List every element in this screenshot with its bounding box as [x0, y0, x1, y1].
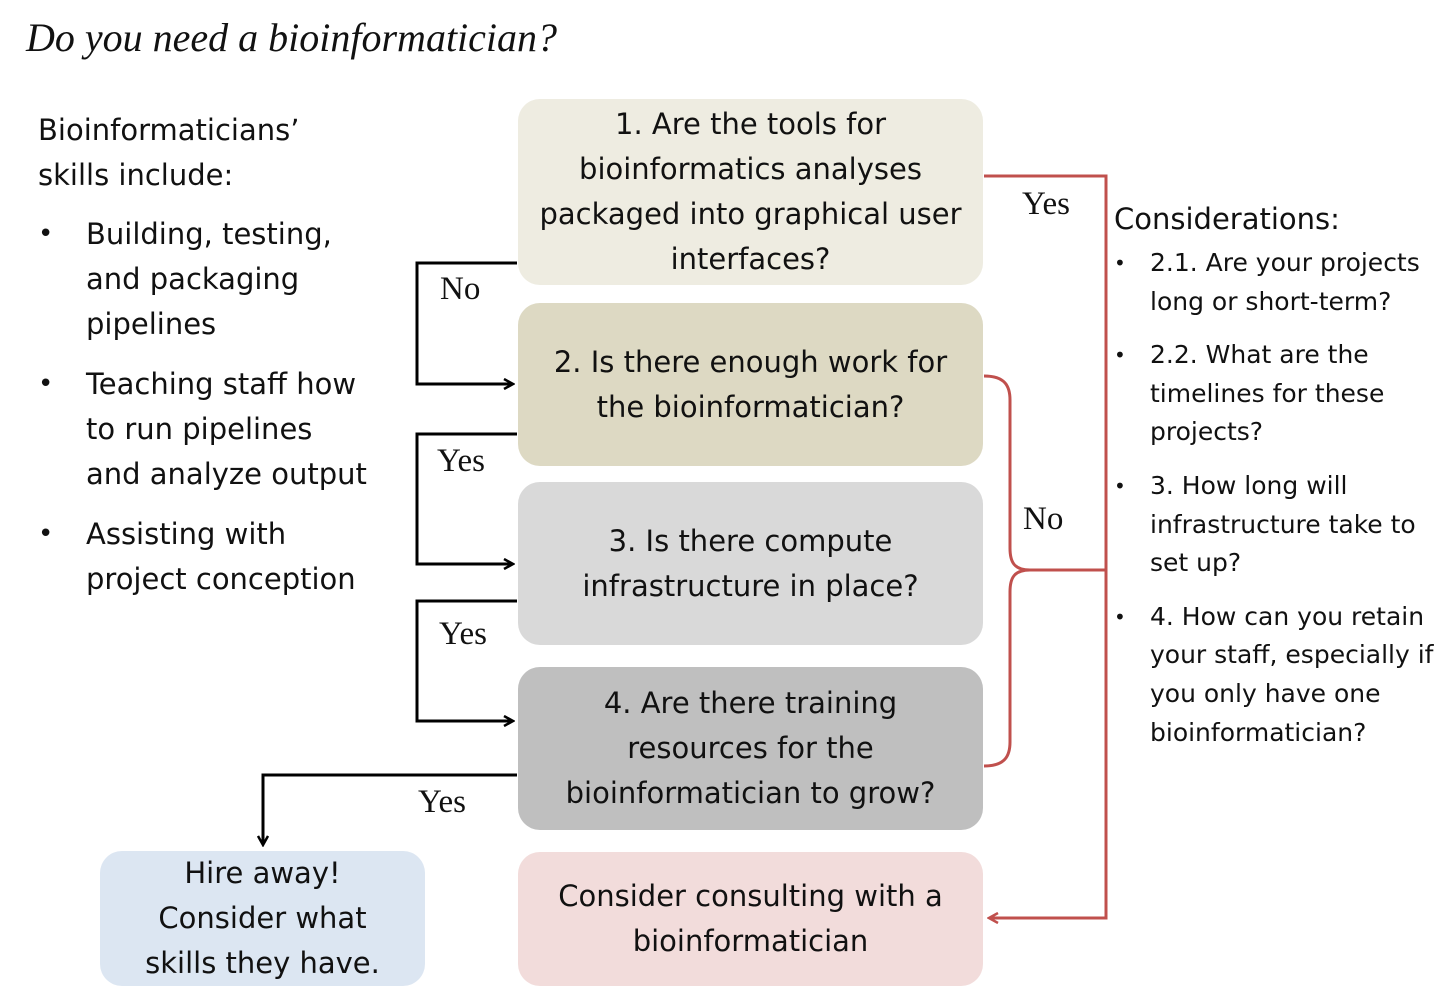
- label-q4-yes: Yes: [418, 784, 467, 820]
- consideration-text: 2.2. What are the timelines for these pr…: [1150, 340, 1385, 447]
- no-bracket: [983, 374, 1031, 768]
- skill-text: Building, testing, and packaging pipelin…: [86, 217, 332, 341]
- consideration-text: 3. How long will infrastructure take to …: [1150, 470, 1416, 578]
- question-2-text: 2. Is there enough work for the bioinfor…: [553, 344, 948, 424]
- hire-box: Hire away! Consider what skills they hav…: [100, 851, 425, 986]
- label-q3-yes: Yes: [439, 616, 488, 652]
- skill-text: Teaching staff how to run pipelines and …: [86, 367, 367, 491]
- consideration-item: • 3. How long will infrastructure take to…: [1114, 467, 1434, 583]
- question-4-box: 4. Are there training resources for the …: [518, 667, 983, 830]
- bullet-icon: •: [1114, 251, 1126, 275]
- consideration-item: • 2.1. Are your projects long or short-te…: [1114, 244, 1434, 321]
- consideration-text: 4. How can you retain your staff, especi…: [1150, 601, 1434, 747]
- skills-list-item: • Assisting with project conception: [38, 512, 368, 602]
- bullet-icon: •: [38, 519, 54, 549]
- label-q1-yes: Yes: [1022, 186, 1071, 222]
- question-4-text: 4. Are there training resources for the …: [565, 686, 936, 810]
- question-2-box: 2. Is there enough work for the bioinfor…: [518, 303, 983, 466]
- question-3-text: 3. Is there compute infrastructure in pl…: [582, 523, 919, 603]
- edge-q1-no-q2: [415, 261, 517, 384]
- consult-box: Consider consulting with a bioinformatic…: [518, 852, 983, 986]
- bullet-icon: •: [1114, 473, 1126, 498]
- skills-list: • Building, testing, and packaging pipeli…: [38, 212, 368, 617]
- consult-text: Consider consulting with a bioinformatic…: [558, 879, 943, 958]
- edge-q2-yes-q3: [415, 432, 517, 564]
- label-q1-no: No: [440, 271, 481, 307]
- bullet-icon: •: [1114, 604, 1126, 629]
- question-3-box: 3. Is there compute infrastructure in pl…: [518, 482, 983, 645]
- question-1-box: 1. Are the tools for bioinformatics anal…: [518, 99, 983, 285]
- bullet-icon: •: [38, 369, 54, 399]
- edge-q3-yes-q4: [415, 599, 517, 721]
- edge-q4-yes-hire: [263, 773, 517, 844]
- considerations-panel: Considerations: • 2.1. Are your projects …: [1114, 198, 1434, 767]
- skills-list-item: • Building, testing, and packaging pipeli…: [38, 212, 368, 347]
- hire-text: Hire away! Consider what skills they hav…: [145, 856, 380, 980]
- bullet-icon: •: [38, 219, 54, 249]
- consideration-text: 2.1. Are your projects long or short-ter…: [1150, 248, 1420, 316]
- skill-text: Assisting with project conception: [86, 517, 356, 596]
- edge-q1-yes-consult: [984, 174, 1108, 918]
- skills-list-item: • Teaching staff how to run pipelines and…: [38, 362, 368, 497]
- label-q2-yes: Yes: [437, 443, 486, 479]
- label-bracket-no: No: [1023, 501, 1064, 537]
- bullet-icon: •: [1114, 343, 1126, 368]
- question-1-text: 1. Are the tools for bioinformatics anal…: [539, 107, 962, 276]
- considerations-list: • 2.1. Are your projects long or short-te…: [1114, 244, 1434, 752]
- page-title: Do you need a bioinformatician?: [26, 15, 558, 60]
- considerations-heading: Considerations:: [1114, 202, 1340, 236]
- consideration-item: • 2.2. What are the timelines for these p…: [1114, 336, 1434, 452]
- consideration-item: • 4. How can you retain your staff, espec…: [1114, 598, 1434, 752]
- skills-intro: Bioinformaticians’ skills include:: [38, 113, 300, 192]
